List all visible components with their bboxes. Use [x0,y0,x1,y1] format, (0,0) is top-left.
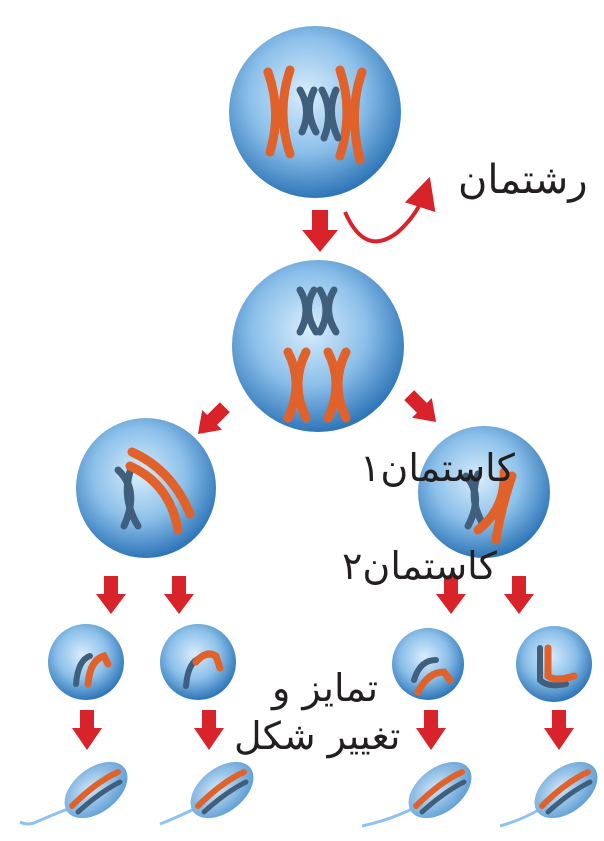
mitosis-curved-arrow [343,176,436,244]
down-arrow-1 [302,210,338,252]
daughter-cell-1 [48,624,124,700]
parent-cell [229,26,401,198]
differentiation-label-line2: تغییر شکل [234,714,401,758]
meiosis2-label: کاستمان۲ [342,544,497,588]
left-meiosis1-cell [76,418,216,558]
mitosis-label: رشتمان [458,157,588,203]
daughter-cell-3 [392,628,464,700]
down-arrow-2b [164,576,194,614]
down-arrow-3c [416,710,446,750]
differentiation-label-line1: تمایز و [272,666,379,710]
down-arrow-3b [194,710,224,750]
middle-cell [232,260,404,432]
daughter-cell-4 [516,626,592,702]
right-meiosis1-cell [418,426,550,558]
sperm-cell-3 [361,761,472,828]
meiosis1-label: کاستمان۱ [360,446,515,490]
diagonal-arrow-left [197,402,230,435]
down-arrow-2a [96,576,126,614]
down-arrow-2d [504,576,534,614]
sperm-cell-4 [499,761,598,828]
down-arrow-3d [544,710,574,750]
sperm-cell-1 [19,761,128,826]
daughter-cell-2 [160,624,236,700]
down-arrow-2c [436,576,466,614]
sperm-cell-2 [159,761,254,826]
diagonal-arrow-right [404,390,437,423]
down-arrow-3a [72,710,102,750]
